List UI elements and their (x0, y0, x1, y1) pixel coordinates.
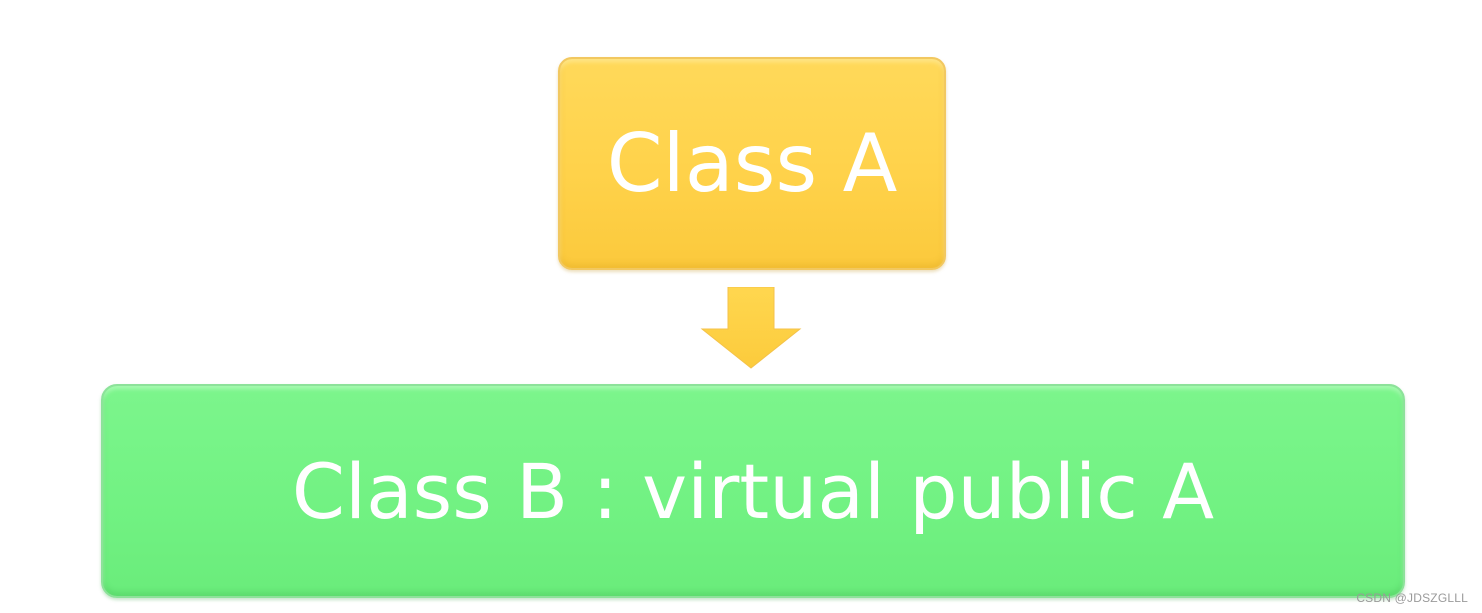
watermark: CSDN @JDSZGLLL (1356, 591, 1468, 605)
class-b-box: Class B : virtual public A (101, 384, 1405, 598)
class-b-label: Class B : virtual public A (291, 446, 1215, 536)
class-a-label: Class A (606, 117, 898, 210)
class-a-box: Class A (558, 57, 946, 270)
inheritance-arrow-icon (700, 287, 802, 369)
